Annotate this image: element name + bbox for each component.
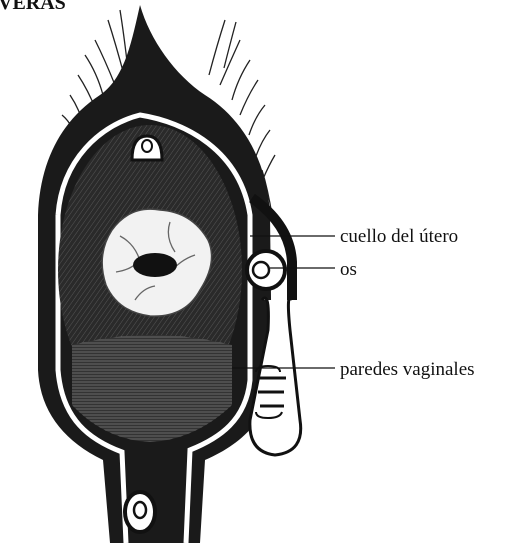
label-vaginal-walls: paredes vaginales [340,359,475,380]
label-os: os [340,259,357,280]
knob [247,251,285,289]
top-hole [132,136,162,160]
header-text: VERAS [0,0,66,14]
bottom-hole [125,492,155,532]
label-cervix: cuello del útero [340,226,458,247]
cervical-os [133,253,177,277]
